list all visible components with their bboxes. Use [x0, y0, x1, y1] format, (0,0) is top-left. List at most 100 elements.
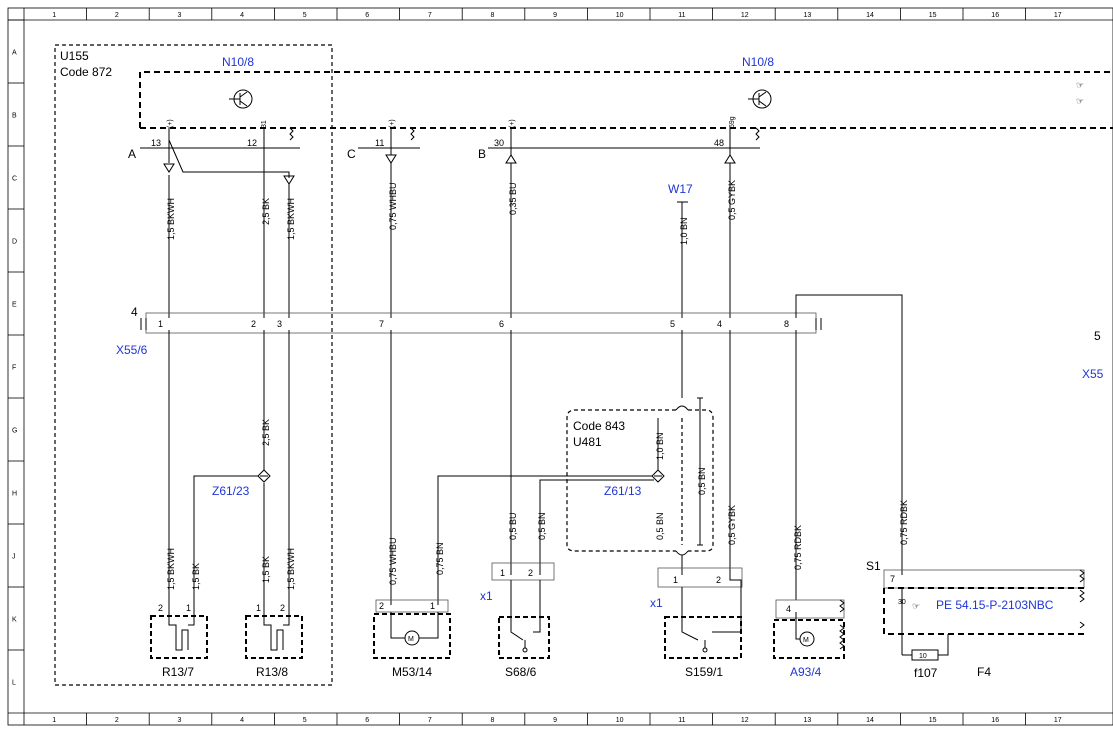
wires-top	[168, 128, 731, 318]
column-number: 3	[178, 12, 182, 19]
connector-number: 4	[131, 305, 138, 319]
column-number: 5	[303, 12, 307, 19]
component-label-s68-6: S68/6	[505, 665, 537, 679]
column-number: 10	[616, 12, 624, 19]
connector-x55-6-label: X55/6	[116, 343, 148, 357]
column-number: 9	[553, 717, 557, 724]
column-number: 11	[678, 12, 685, 19]
option-code: Code 843	[573, 419, 625, 433]
reference-hand-icon: ☞ ☞	[1076, 80, 1084, 106]
pin-number: 11	[375, 138, 384, 148]
connector-pin: 1	[673, 575, 678, 585]
connector-pin: 3	[277, 319, 282, 329]
connector-pin: 2	[716, 575, 721, 585]
connector-pin: 1	[256, 603, 261, 613]
component-label-a93-4: A93/4	[790, 665, 822, 679]
column-number: 12	[741, 717, 749, 724]
reference-link[interactable]: PE 54.15-P-2103NBC	[936, 598, 1054, 612]
column-number: 2	[115, 12, 119, 19]
column-number: 13	[804, 12, 812, 19]
connector-pin: 4	[717, 319, 722, 329]
connector-pin: 4	[786, 604, 791, 614]
wire-label: 0,5 GYBK	[727, 505, 737, 545]
wire-label: 0,5 BN	[697, 467, 707, 495]
row-letter: G	[12, 428, 17, 435]
column-number: 7	[428, 12, 432, 19]
splice-z61-23	[257, 469, 271, 483]
connector-pin: 5	[670, 319, 675, 329]
row-letter: E	[12, 302, 17, 309]
motor-m53-14: M	[373, 599, 451, 659]
wire-label: 1,5 BK	[261, 556, 271, 583]
column-number: 12	[741, 12, 749, 19]
connector-pin: 6	[499, 319, 504, 329]
wire-label: 0,5 BN	[655, 512, 665, 540]
column-number: 8	[491, 12, 495, 19]
column-number: 16	[991, 12, 999, 19]
u155-boundary	[54, 44, 333, 686]
wire-label: 1,0 BN	[679, 217, 689, 245]
wire-label: 0,75 RDBK	[899, 500, 909, 545]
direction-arrows	[163, 154, 736, 185]
column-number: 1	[52, 717, 56, 724]
wire-label: 2,5 BK	[261, 198, 271, 225]
component-label-m53-14: M53/14	[392, 665, 432, 679]
column-number: 10	[616, 717, 624, 724]
svg-text:☞: ☞	[1076, 80, 1084, 90]
row-letter: H	[12, 491, 17, 498]
wires-lower	[168, 294, 903, 615]
z61-23-label: Z61/23	[212, 484, 250, 498]
pin-number: 12	[247, 138, 257, 148]
wire-label: 1,5 BK	[191, 563, 201, 590]
n10-module-boundary	[139, 71, 1113, 129]
column-number: 16	[991, 717, 999, 724]
svg-text:M: M	[408, 636, 414, 643]
connector-pin: 2	[280, 603, 285, 613]
connector-pin: 1	[500, 568, 505, 578]
component-label-f4: F4	[977, 665, 991, 679]
switch-s159-1	[664, 616, 742, 659]
component-label-s159-1: S159/1	[685, 665, 723, 679]
wire-label: 1,0 BN	[655, 432, 665, 460]
connector-x1-s68	[491, 562, 555, 581]
n10-right-label: N10/8	[742, 55, 774, 69]
column-number: 15	[929, 12, 937, 19]
row-letter: F	[12, 365, 16, 372]
transistor-icon	[229, 89, 253, 109]
column-number: 17	[1054, 12, 1062, 19]
connector-pin: 2	[528, 568, 533, 578]
wire-label: 0,75 WHBU	[388, 537, 398, 585]
pin-number: 48	[714, 138, 724, 148]
row-letter: J	[12, 554, 16, 561]
component-label-r13-7: R13/7	[162, 665, 194, 679]
connector-pin: 1	[158, 319, 163, 329]
pin-symbol: (+)	[509, 119, 516, 128]
plug-c: C	[347, 147, 356, 161]
column-number: 11	[678, 717, 685, 724]
s1-label: S1	[866, 559, 881, 573]
connector-pin: 8	[784, 319, 789, 329]
pin-number: 13	[151, 138, 161, 148]
row-letter: D	[12, 239, 17, 246]
wire-label: 0,35 BU	[508, 182, 518, 215]
component-label-r13-8: R13/8	[256, 665, 288, 679]
wire-label: 0,75 RDBK	[793, 525, 803, 570]
row-letter: K	[12, 617, 17, 624]
x1-label: x1	[650, 596, 663, 610]
connector-pin: 1	[430, 601, 435, 611]
column-number: 15	[929, 717, 937, 724]
column-number: 4	[240, 12, 244, 19]
connector-pin: 30	[898, 599, 906, 606]
wire-label: 0,75 WHBU	[388, 182, 398, 230]
grid-frame	[7, 7, 1113, 726]
wire-label: 0,5 BN	[537, 512, 547, 540]
row-letter: A	[12, 50, 17, 57]
connector-x55-6	[140, 312, 822, 334]
switch-s68-6	[498, 616, 550, 659]
heater-r13-8	[245, 615, 303, 659]
row-letter: L	[12, 680, 16, 687]
